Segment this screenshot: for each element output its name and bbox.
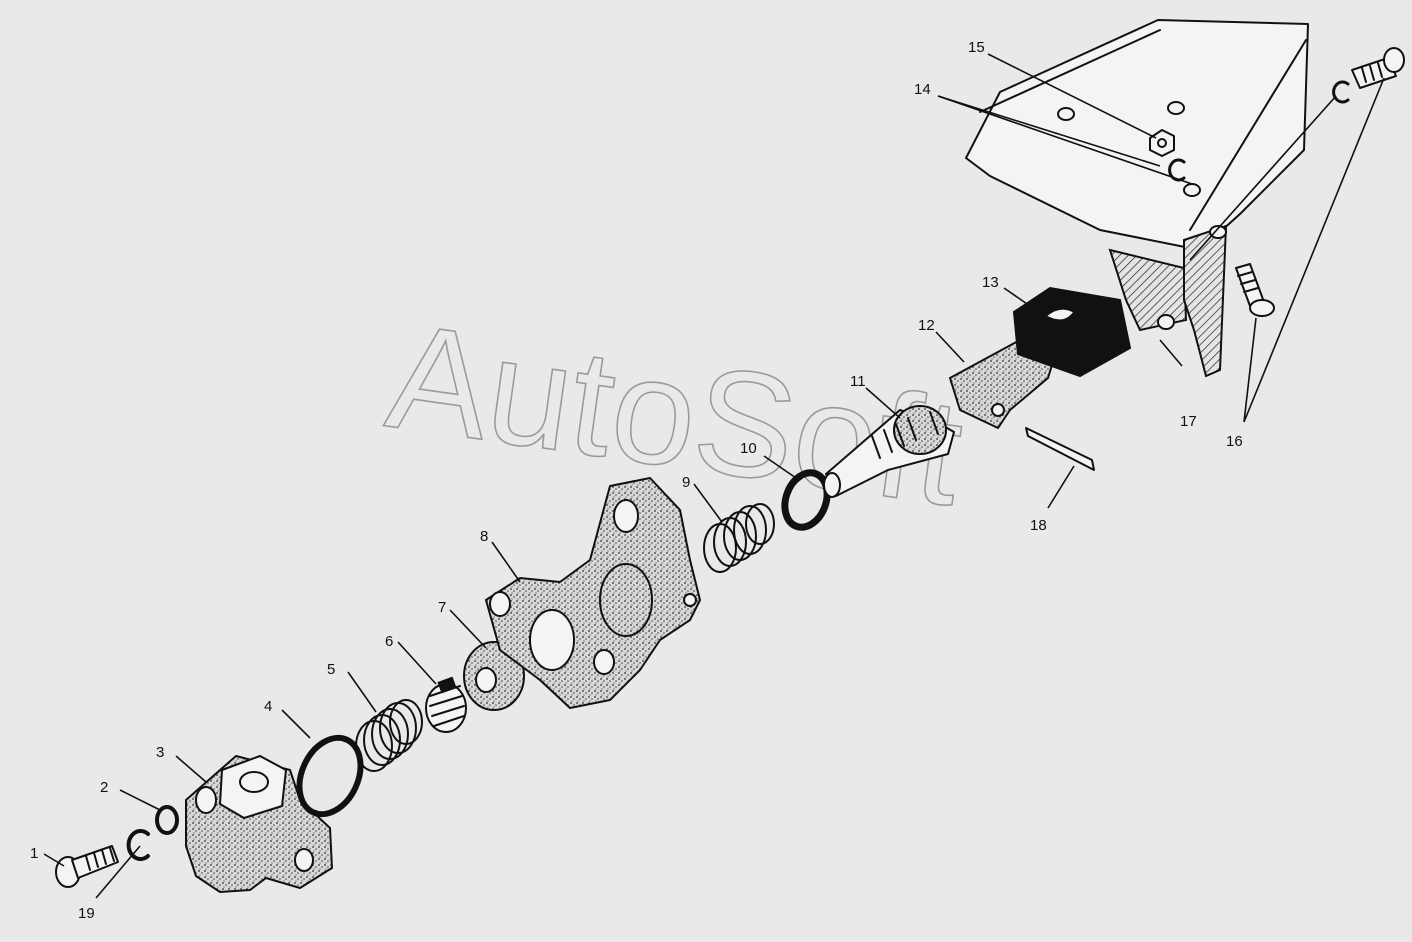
callout-labels: 1 2 3 4 5 6 7 8 9 10 11 12 13 14 15 16 1… — [30, 39, 1243, 922]
part-19-snap-ring — [126, 829, 150, 861]
part-9-spring — [703, 503, 775, 573]
leader-lines — [43, 53, 1385, 899]
callout-3: 3 — [156, 744, 164, 761]
part-11-plunger — [823, 405, 955, 498]
callout-5: 5 — [327, 661, 335, 678]
part-1-bolt — [55, 845, 119, 888]
part-10-ring — [781, 469, 831, 531]
callout-2: 2 — [100, 779, 108, 796]
callout-4: 4 — [264, 698, 272, 715]
part-4-o-ring — [296, 734, 364, 818]
part-18-pin — [1025, 427, 1095, 471]
part-5-spring — [355, 699, 423, 772]
part-12-lever — [949, 339, 1057, 429]
callout-18: 18 — [1030, 517, 1047, 534]
callout-12: 12 — [918, 317, 935, 334]
callout-8: 8 — [480, 528, 488, 545]
callout-17: 17 — [1180, 413, 1197, 430]
part-2-washer — [155, 805, 179, 835]
callout-10: 10 — [740, 440, 757, 457]
part-16-bolt-lower — [1235, 263, 1275, 317]
callout-15: 15 — [968, 39, 985, 56]
part-6-valve-cage — [425, 676, 467, 733]
callout-16: 16 — [1226, 433, 1243, 450]
part-8-valve-housing — [485, 477, 701, 709]
part-13-rubber-pad — [1012, 286, 1132, 378]
callout-13: 13 — [982, 274, 999, 291]
part-7-nut — [463, 641, 525, 711]
callout-6: 6 — [385, 633, 393, 650]
part-15-nut — [1149, 129, 1175, 157]
callout-14: 14 — [914, 81, 931, 98]
callout-1: 1 — [30, 845, 38, 862]
watermark: AutoSoft — [379, 291, 972, 537]
part-16-bolt-upper — [1351, 47, 1405, 89]
callout-11: 11 — [850, 373, 866, 390]
callout-7: 7 — [438, 599, 446, 616]
callout-9: 9 — [682, 474, 690, 491]
part-17-bracket — [965, 19, 1309, 378]
part-3-fitting-body — [185, 755, 333, 893]
callout-19: 19 — [78, 905, 95, 922]
